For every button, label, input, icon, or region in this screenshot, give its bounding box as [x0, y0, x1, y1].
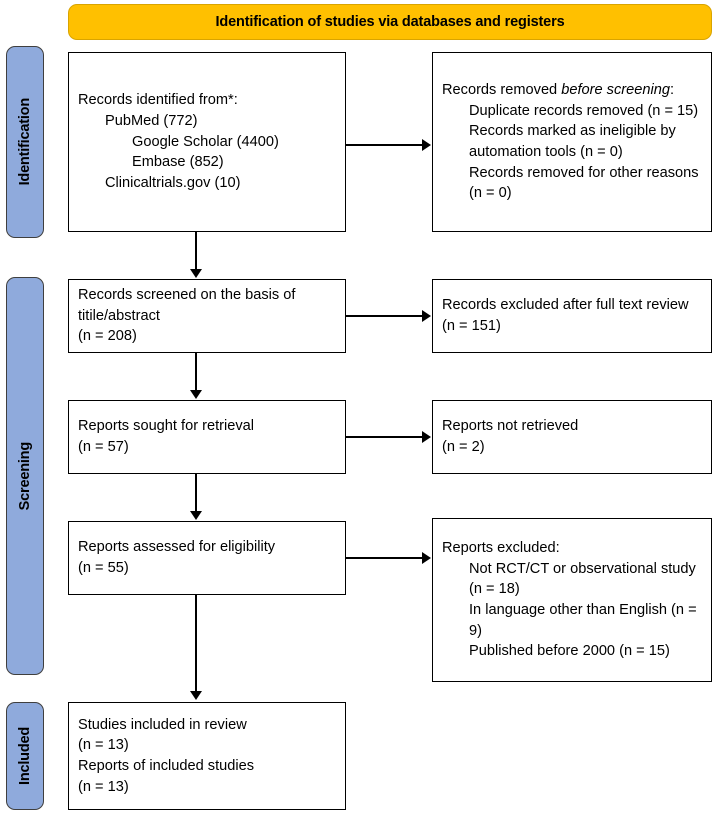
connector-screened-to-excluded [346, 315, 423, 317]
arrow-sought-to-assessed [190, 511, 202, 520]
connector-assessed-to-excluded [346, 557, 423, 559]
box-reports-not-retrieved: Reports not retrieved (n = 2) [432, 400, 712, 474]
arrow-screened-to-sought [190, 390, 202, 399]
records-removed-line-2: Duplicate records removed (n = 15) [469, 102, 699, 119]
reports-excluded-line-4: Published before 2000 (n = 15) [469, 643, 670, 660]
box-records-excluded: Records excluded after full text review … [432, 279, 712, 353]
diagram-header-banner: Identification of studies via databases … [68, 4, 712, 40]
reports-not-retrieved-line-1: Reports not retrieved [442, 418, 579, 435]
records-screened-line-2: (n = 208) [78, 328, 137, 345]
box-reports-assessed-body: Reports assessed for eligibility (n = 55… [69, 537, 345, 578]
box-reports-not-retrieved-body: Reports not retrieved (n = 2) [433, 416, 711, 457]
reports-assessed-line-1: Reports assessed for eligibility [78, 539, 276, 556]
records-removed-line-1: Records removed before screening: [442, 80, 702, 101]
studies-included-line-4: (n = 13) [78, 778, 129, 795]
reports-excluded-line-2: Not RCT/CT or observational study (n = 1… [469, 560, 700, 598]
arrow-identified-to-screened [190, 269, 202, 278]
stage-rail-included: Included [6, 702, 44, 810]
records-identified-line-1: Records identified from*: [78, 92, 238, 109]
records-screened-line-1: Records screened on the basis of titile/… [78, 286, 300, 324]
stage-rail-identification: Identification [6, 46, 44, 238]
diagram-header-title: Identification of studies via databases … [215, 14, 565, 30]
reports-not-retrieved-line-2: (n = 2) [442, 439, 485, 455]
stage-rail-identification-label: Identification [17, 98, 33, 186]
records-identified-line-4: Embase (852) [132, 154, 224, 171]
records-removed-line-4: Records removed for other reasons (n = 0… [469, 164, 703, 202]
records-identified-line-5: Clinicaltrials.gov (10) [105, 175, 241, 192]
arrow-screened-to-excluded [422, 310, 431, 322]
records-identified-line-3: Google Scholar (4400) [132, 133, 279, 150]
box-studies-included-body: Studies included in review (n = 13) Repo… [69, 715, 345, 798]
studies-included-line-3: Reports of included studies [78, 758, 255, 774]
connector-identified-to-screened [195, 232, 197, 270]
records-removed-line-1-suffix: : [669, 81, 675, 98]
stage-rail-included-label: Included [17, 726, 33, 785]
records-excluded-line-2: (n = 151) [442, 318, 501, 334]
reports-excluded-line-3: In language other than English (n = 9) [469, 602, 701, 639]
connector-sought-to-not-retrieved [346, 436, 423, 438]
box-records-identified: Records identified from*: PubMed (772) G… [68, 52, 346, 232]
arrow-assessed-to-included [190, 691, 202, 700]
records-removed-line-1-prefix: Records removed [442, 81, 562, 98]
studies-included-line-2: (n = 13) [78, 737, 129, 754]
arrow-assessed-to-excluded [422, 552, 431, 564]
records-removed-line-3: Records marked as ineligible by automati… [469, 123, 680, 160]
box-records-excluded-body: Records excluded after full text review … [433, 295, 711, 336]
stage-rail-screening: Screening [6, 277, 44, 675]
connector-identified-to-removed [346, 144, 423, 146]
connector-sought-to-assessed [195, 474, 197, 513]
records-removed-line-1-emphasis: before screening [561, 81, 670, 98]
box-reports-excluded: Reports excluded: Not RCT/CT or observat… [432, 518, 712, 682]
records-identified-line-2: PubMed (772) [105, 112, 198, 129]
box-records-screened: Records screened on the basis of titile/… [68, 279, 346, 353]
reports-sought-line-2: (n = 57) [78, 439, 129, 455]
box-studies-included: Studies included in review (n = 13) Repo… [68, 702, 346, 810]
connector-screened-to-sought [195, 353, 197, 392]
box-records-removed: Records removed before screening: Duplic… [432, 52, 712, 232]
box-records-identified-body: Records identified from*: PubMed (772) G… [69, 90, 345, 194]
box-records-screened-body: Records screened on the basis of titile/… [69, 285, 345, 347]
box-reports-excluded-body: Reports excluded: Not RCT/CT or observat… [433, 538, 711, 662]
box-reports-sought: Reports sought for retrieval (n = 57) [68, 400, 346, 474]
studies-included-line-1: Studies included in review [78, 716, 247, 733]
stage-rail-screening-label: Screening [17, 441, 33, 511]
box-records-removed-body: Records removed before screening: Duplic… [433, 80, 711, 204]
reports-sought-line-1: Reports sought for retrieval [78, 418, 255, 435]
arrow-sought-to-not-retrieved [422, 431, 431, 443]
connector-assessed-to-included [195, 595, 197, 693]
reports-assessed-line-2: (n = 55) [78, 560, 129, 576]
reports-excluded-line-1: Reports excluded: [442, 539, 560, 556]
records-excluded-line-1: Records excluded after full text review [442, 297, 689, 314]
box-reports-assessed: Reports assessed for eligibility (n = 55… [68, 521, 346, 595]
box-reports-sought-body: Reports sought for retrieval (n = 57) [69, 416, 345, 457]
arrow-identified-to-removed [422, 139, 431, 151]
